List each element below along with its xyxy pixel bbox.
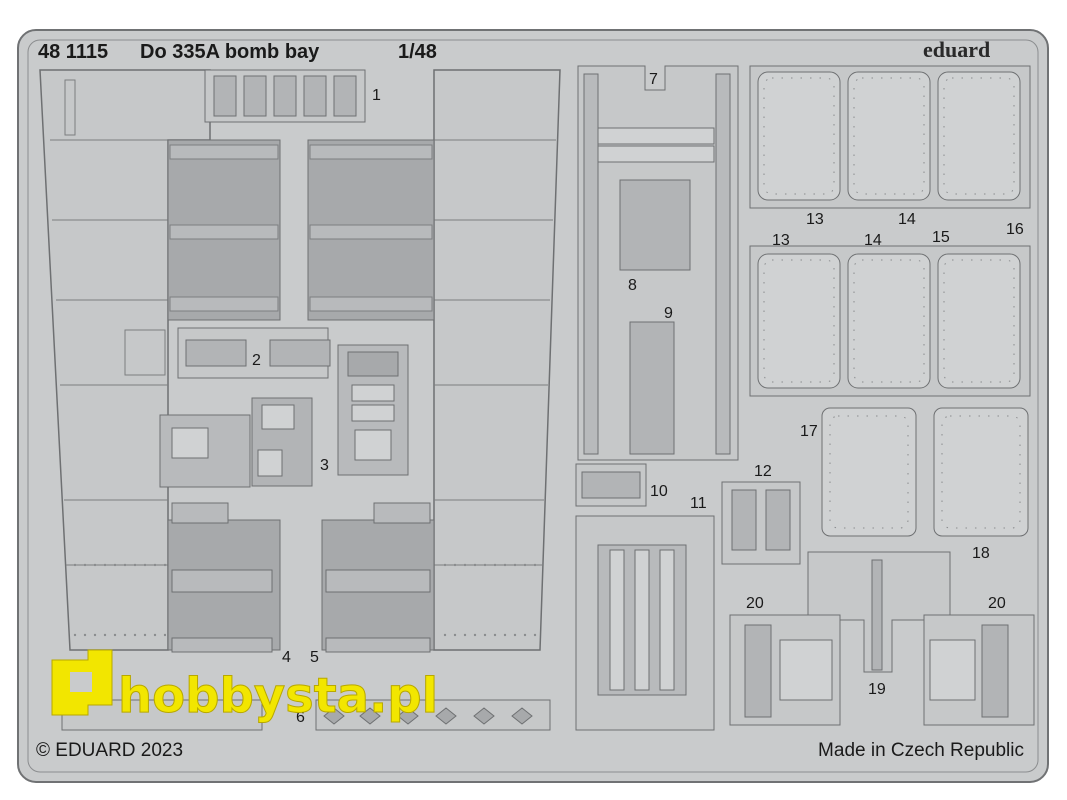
set-number: 48 1115 [38, 41, 108, 63]
origin-text: Made in Czech Republic [818, 740, 1024, 761]
part-label-7: 7 [649, 71, 658, 88]
part-label-10: 10 [650, 483, 668, 500]
part-label-3: 3 [320, 457, 329, 474]
part-label-16: 16 [1006, 221, 1024, 238]
fret-inner-border [27, 39, 1039, 773]
part-12-bracket [721, 481, 801, 565]
part-label-18: 18 [972, 545, 990, 562]
part-label-2: 2 [252, 352, 261, 369]
brand-logo: eduard [923, 37, 990, 62]
part-1-brackets [204, 69, 366, 123]
parts-13-16-panels-top [749, 65, 1031, 209]
part-label-14-top: 14 [898, 211, 916, 228]
part-label-5: 5 [310, 649, 319, 666]
part-label-19: 19 [868, 681, 886, 698]
watermark-text: hobbysta.pl [118, 668, 438, 724]
part-20-clamp-left [729, 614, 841, 726]
part-label-12: 12 [754, 463, 772, 480]
part-label-15: 15 [932, 229, 950, 246]
part-label-11: 11 [690, 495, 707, 512]
set-scale: 1/48 [398, 41, 437, 63]
set-name: Do 335A bomb bay [140, 41, 320, 63]
part-20-clamp-right [923, 614, 1035, 726]
hobbysta-logo-icon [51, 649, 113, 716]
part-label-8: 8 [628, 277, 637, 294]
part-7-rail-frame [577, 65, 739, 461]
part-label-9: 9 [664, 305, 673, 322]
part-6-tab-strip-right [315, 699, 551, 731]
part-label-1: 1 [372, 87, 381, 104]
part-label-17: 17 [800, 423, 818, 440]
part-label-4: 4 [282, 649, 291, 666]
parts-13-15-panels-middle [749, 245, 1031, 397]
part-5-bay-panels-right [307, 139, 435, 653]
part-18-panel [933, 407, 1029, 537]
part-label-13-top: 13 [806, 211, 824, 228]
part-2-clips [177, 327, 331, 379]
part-4-bay-wall-right [433, 69, 561, 651]
part-label-14-middle: 14 [864, 232, 882, 249]
part-11-shackle-plate [575, 515, 715, 731]
part-label-20-right: 20 [988, 595, 1006, 612]
part-5-bay-panels-left [167, 139, 281, 653]
part-3-bomb-rack [159, 344, 409, 488]
part-number-labels: 1 2 3 4 5 6 7 8 9 10 11 12 13 14 13 14 1… [252, 71, 1024, 726]
copyright-text: © EDUARD 2023 [36, 740, 183, 761]
part-label-13-middle: 13 [772, 232, 790, 249]
part-10-hinge [575, 463, 647, 507]
part-label-20-left: 20 [746, 595, 764, 612]
part-17-panel [821, 407, 917, 537]
part-label-6: 6 [296, 709, 305, 726]
